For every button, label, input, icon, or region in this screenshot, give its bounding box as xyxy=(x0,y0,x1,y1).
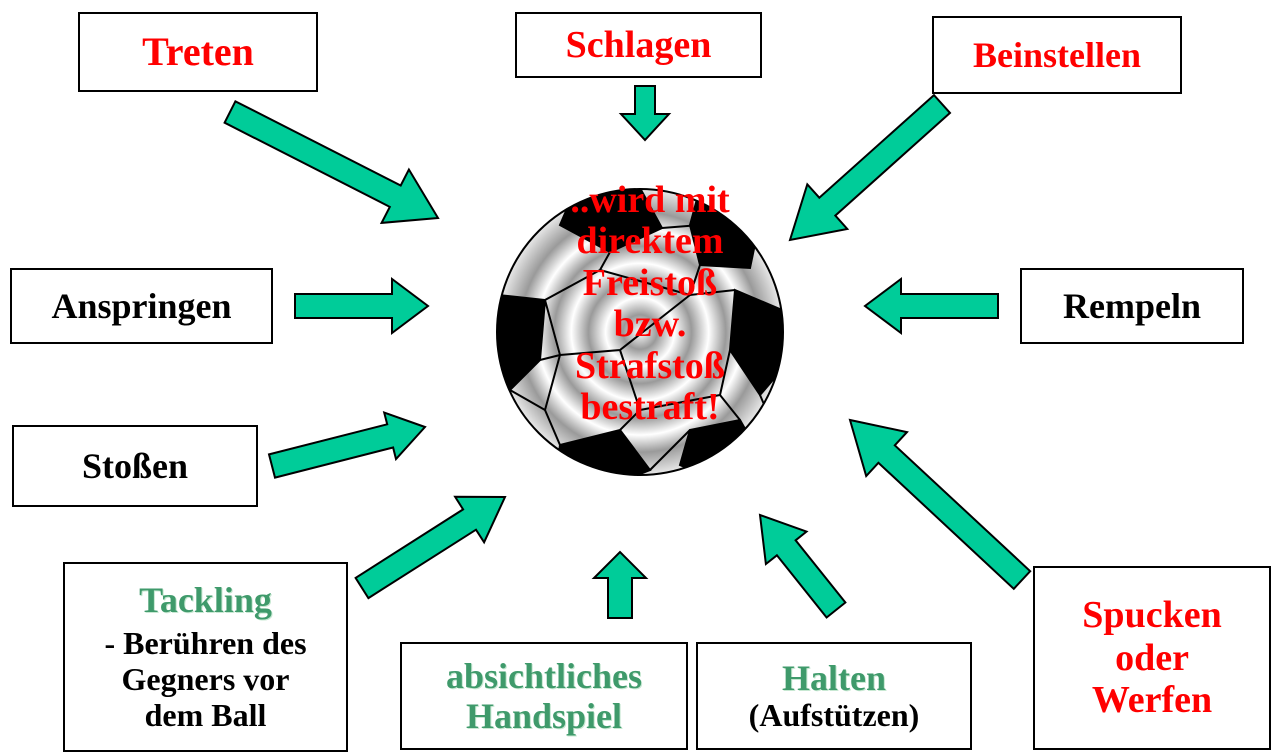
label-spucken-1: Spucken xyxy=(1082,594,1222,637)
label-schlagen: Schlagen xyxy=(565,23,712,66)
arrow-spucken xyxy=(848,418,1032,591)
label-tackling-desc-3: dem Ball xyxy=(144,697,267,734)
label-spucken-2: oder xyxy=(1115,636,1189,679)
box-halten: Halten (Aufstützen) xyxy=(696,642,972,750)
label-halten-sub: (Aufstützen) xyxy=(748,697,920,734)
center-line-5: Strafstoß xyxy=(575,344,725,387)
label-spucken-3: Werfen xyxy=(1091,679,1213,722)
label-handspiel-1: absichtliches xyxy=(445,655,642,696)
arrow-handspiel xyxy=(591,550,649,619)
arrow-stossen xyxy=(267,411,427,479)
center-line-2: direktem xyxy=(576,220,724,263)
arrow-anspringen xyxy=(294,277,430,335)
box-treten: Treten xyxy=(78,12,318,92)
box-stossen: Stoßen xyxy=(12,425,258,507)
center-statement: ..wird mit direktem Freistoß bzw. Strafs… xyxy=(520,179,780,429)
center-line-1: ..wird mit xyxy=(570,179,730,221)
arrow-rempeln xyxy=(863,277,999,335)
center-line-6: bestraft! xyxy=(580,386,720,429)
center-line-4: bzw. xyxy=(613,303,687,346)
box-handspiel: absichtliches Handspiel xyxy=(400,642,688,750)
box-anspringen: Anspringen xyxy=(10,268,273,344)
label-beinstellen: Beinstellen xyxy=(973,34,1141,75)
arrow-schlagen xyxy=(618,85,672,142)
box-spucken: Spucken oder Werfen xyxy=(1033,566,1271,750)
arrow-beinstellen xyxy=(788,93,952,242)
label-stossen: Stoßen xyxy=(81,445,189,486)
label-tackling-desc-2: Gegners vor xyxy=(121,661,290,698)
center-line-3: Freistoß xyxy=(582,261,718,304)
box-rempeln: Rempeln xyxy=(1020,268,1244,344)
box-tackling: Tackling - Berühren des Gegners vor dem … xyxy=(63,562,348,752)
box-schlagen: Schlagen xyxy=(515,12,762,78)
label-halten-title: Halten xyxy=(782,657,886,698)
arrow-treten xyxy=(223,99,440,225)
label-rempeln: Rempeln xyxy=(1063,285,1201,326)
label-tackling-desc-1: - Berühren des xyxy=(104,625,307,662)
box-beinstellen: Beinstellen xyxy=(932,16,1182,94)
arrow-tackling xyxy=(354,495,507,600)
label-handspiel-2: Handspiel xyxy=(465,696,623,736)
label-treten: Treten xyxy=(142,28,254,74)
arrow-halten xyxy=(758,513,847,619)
label-tackling-title: Tackling xyxy=(139,580,272,621)
label-anspringen: Anspringen xyxy=(51,285,232,326)
